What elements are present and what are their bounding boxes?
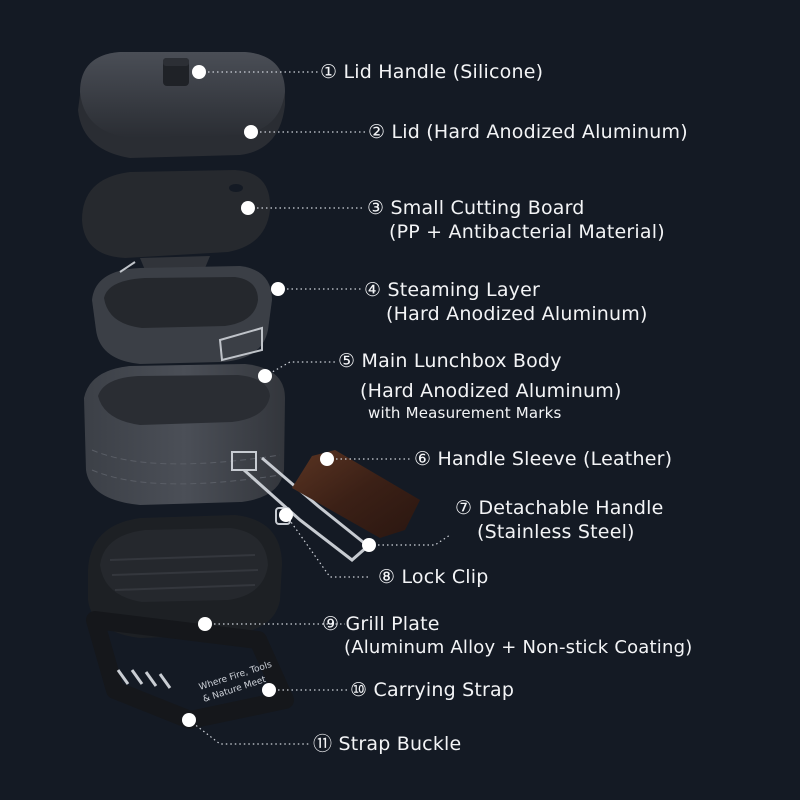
label-lid-handle-text: ① Lid Handle (Silicone) (320, 61, 544, 83)
label-handle-sleeve: ⑥ Handle Sleeve (Leather) (414, 447, 672, 471)
label-carrying-strap-text: ⑩ Carrying Strap (350, 679, 515, 701)
label-strap-buckle-text: ⑪ Strap Buckle (313, 733, 462, 755)
label-lid: ② Lid (Hard Anodized Aluminum) (368, 120, 688, 144)
leader-lines (188, 71, 451, 745)
label-cutting-board-text: ③ Small Cutting Board (367, 197, 585, 219)
label-steaming-layer-material: (Hard Anodized Aluminum) (386, 303, 648, 325)
pin-4 (271, 282, 285, 296)
label-main-body: ⑤ Main Lunchbox Body (Hard Anodized Alum… (338, 349, 622, 423)
label-lock-clip: ⑧ Lock Clip (378, 565, 489, 589)
label-strap-buckle: ⑪ Strap Buckle (313, 732, 461, 756)
label-steaming-layer: ④ Steaming Layer (Hard Anodized Aluminum… (364, 278, 648, 326)
label-grill-plate: ⑨ Grill Plate (Aluminum Alloy + Non-stic… (322, 612, 692, 660)
label-lid-text: ② Lid (Hard Anodized Aluminum) (368, 121, 688, 143)
label-cutting-board: ③ Small Cutting Board (PP + Antibacteria… (367, 196, 665, 244)
pin-1 (192, 65, 206, 79)
label-steaming-layer-text: ④ Steaming Layer (364, 279, 541, 301)
handle-sleeve-part (292, 450, 420, 538)
pins (182, 65, 376, 727)
pin-2 (244, 125, 258, 139)
label-lid-handle: ① Lid Handle (Silicone) (320, 60, 543, 84)
label-carrying-strap: ⑩ Carrying Strap (350, 678, 514, 702)
label-main-body-text: ⑤ Main Lunchbox Body (338, 350, 562, 372)
label-handle-sleeve-text: ⑥ Handle Sleeve (Leather) (414, 448, 673, 470)
pin-9 (198, 617, 212, 631)
label-main-body-note: with Measurement Marks (368, 404, 562, 422)
label-detachable-handle-text: ⑦ Detachable Handle (455, 497, 664, 519)
cutting-board-part (82, 170, 271, 270)
pin-5 (258, 369, 272, 383)
pin-10 (262, 683, 276, 697)
pin-3 (241, 201, 255, 215)
label-main-body-material: (Hard Anodized Aluminum) (360, 380, 622, 402)
pin-6 (320, 452, 334, 466)
label-grill-plate-text: ⑨ Grill Plate (322, 613, 440, 635)
grill-plate-part (88, 515, 282, 638)
label-lock-clip-text: ⑧ Lock Clip (378, 566, 489, 588)
label-detachable-handle: ⑦ Detachable Handle (Stainless Steel) (455, 496, 664, 544)
label-grill-plate-material: (Aluminum Alloy + Non-stick Coating) (344, 637, 693, 658)
pin-7 (362, 538, 376, 552)
lid-part (78, 52, 285, 158)
label-cutting-board-material: (PP + Antibacterial Material) (389, 221, 665, 243)
steaming-layer-part (92, 261, 272, 364)
main-body-part (84, 364, 285, 505)
pin-8 (279, 508, 293, 522)
label-detachable-handle-material: (Stainless Steel) (477, 521, 635, 543)
pin-11 (182, 713, 196, 727)
carrying-strap-part: Where Fire, Tools & Nature Meet (86, 611, 294, 729)
